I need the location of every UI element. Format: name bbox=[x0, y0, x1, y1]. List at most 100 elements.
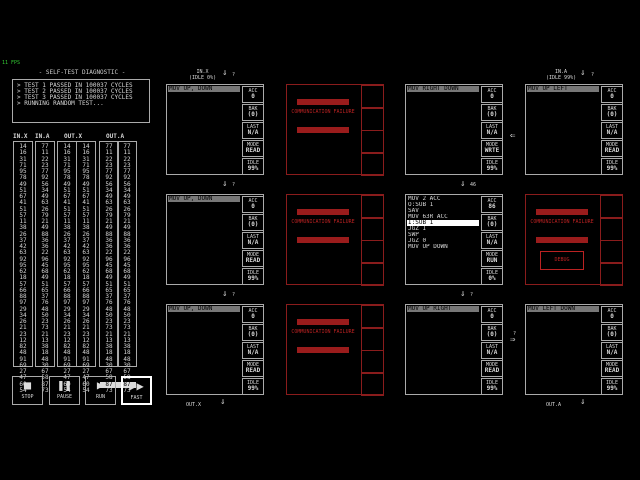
code-line[interactable]: I:SUB 1 bbox=[407, 220, 479, 226]
value-cell: 45 bbox=[105, 261, 113, 269]
value-cell: 22 bbox=[105, 249, 113, 257]
code-line[interactable]: MOV UP DOWN bbox=[408, 244, 448, 250]
register-label: LAST bbox=[485, 234, 499, 240]
failure-register bbox=[361, 217, 384, 241]
debug-button[interactable]: DEBUG bbox=[540, 251, 584, 270]
value-cell: 71 bbox=[63, 161, 71, 169]
value-cell: 45 bbox=[41, 261, 49, 269]
register-label: LAST bbox=[485, 124, 499, 130]
value-cell: 38 bbox=[123, 343, 131, 350]
code-line[interactable]: SAV bbox=[408, 208, 419, 214]
value-cell: 48 bbox=[82, 349, 90, 357]
console-line: > TEST 2 PASSED IN 100037 CYCLES bbox=[17, 88, 133, 95]
value-cell: 73 bbox=[41, 324, 49, 332]
register-value: 86 bbox=[488, 203, 496, 210]
code-line[interactable]: MOV UP RIGHT bbox=[407, 306, 479, 312]
register-value: N/A bbox=[247, 129, 259, 136]
code-line[interactable]: MOV LEFT DOWN bbox=[527, 306, 599, 312]
value-cell: 27 bbox=[19, 368, 27, 375]
value-cell: 11 bbox=[41, 149, 49, 157]
pause-button[interactable]: ❚❚PAUSE bbox=[49, 376, 80, 405]
value-cell: 36 bbox=[123, 243, 131, 250]
value-cell: 12 bbox=[82, 336, 90, 344]
register-label: BAK bbox=[487, 216, 497, 222]
code-line[interactable]: MOV RIGHT DOWN bbox=[407, 86, 479, 92]
value-cell: 36 bbox=[41, 236, 49, 244]
port-in-x-label: IN.X(IDLE 0%) bbox=[189, 69, 216, 81]
register-value: (0) bbox=[247, 331, 259, 338]
code-editor[interactable]: MOV UP, DOWN bbox=[168, 306, 240, 393]
code-editor[interactable]: MOV UP, DOWN bbox=[168, 196, 240, 283]
failure-register bbox=[600, 195, 623, 218]
code-line[interactable]: MOV 2 ACC bbox=[408, 196, 441, 202]
value-cell: 26 bbox=[63, 230, 71, 238]
port-value: ? bbox=[513, 331, 517, 337]
value-cell: 95 bbox=[82, 261, 90, 269]
value-cell: 50 bbox=[123, 311, 131, 319]
code-line[interactable]: JGZ 0 bbox=[408, 238, 427, 244]
register-label: BAK bbox=[487, 326, 497, 332]
register-value: N/A bbox=[606, 349, 618, 356]
port-in-x-name: IN.X bbox=[196, 69, 209, 75]
value-cell: 78 bbox=[63, 174, 71, 182]
value-cell: 78 bbox=[82, 174, 90, 182]
code-editor[interactable]: MOV UP RIGHT bbox=[407, 306, 479, 393]
value-cell: 69 bbox=[82, 361, 90, 369]
value-cell: 26 bbox=[63, 318, 71, 325]
code-editor[interactable]: MOV RIGHT DOWN bbox=[407, 86, 479, 173]
code-line[interactable]: SWP bbox=[408, 232, 419, 238]
register-value: (0) bbox=[606, 331, 618, 338]
value-cell: 51 bbox=[19, 186, 27, 194]
register-bak: BAK(0) bbox=[601, 324, 623, 341]
value-cell: 31 bbox=[82, 155, 90, 163]
value-cell: 22 bbox=[123, 155, 131, 163]
value-cell: 22 bbox=[105, 155, 113, 163]
code-line[interactable]: MOV UP, DOWN bbox=[168, 306, 240, 312]
value-cell: 97 bbox=[19, 299, 27, 307]
code-editor[interactable]: MOV UP, DOWN bbox=[168, 86, 240, 173]
code-line[interactable]: MOV UP, DOWN bbox=[168, 86, 240, 92]
damaged-node: COMMUNICATION FAILURE bbox=[286, 304, 384, 396]
code-editor[interactable]: MOV UP LEFT bbox=[527, 86, 599, 173]
stop-button[interactable]: ■STOP bbox=[12, 376, 43, 405]
failure-register bbox=[361, 327, 384, 351]
code-line[interactable]: JGZ I bbox=[408, 226, 427, 232]
value-cell: 51 bbox=[63, 186, 71, 194]
value-cell: 48 bbox=[19, 349, 27, 357]
code-line[interactable]: O:SUB 1 bbox=[408, 202, 434, 208]
value-cell: 36 bbox=[41, 243, 49, 250]
code-line[interactable]: MOV UP LEFT bbox=[527, 86, 599, 92]
value-cell: 77 bbox=[41, 143, 49, 150]
value-cell: 49 bbox=[41, 274, 49, 282]
value-cell: 23 bbox=[82, 330, 90, 338]
value-cell: 95 bbox=[63, 168, 71, 175]
code-editor[interactable]: MOV LEFT DOWN bbox=[527, 306, 599, 393]
register-value: 0 bbox=[251, 93, 255, 100]
code-line[interactable]: MOV UP, DOWN bbox=[168, 196, 240, 202]
value-cell: 95 bbox=[82, 168, 90, 175]
value-cell: 92 bbox=[19, 255, 27, 263]
value-cell: 21 bbox=[41, 218, 49, 225]
value-cell: 73 bbox=[41, 386, 49, 394]
fast-button[interactable]: ▶▶FAST bbox=[121, 376, 152, 405]
register-label: MODE bbox=[485, 142, 499, 148]
value-cell: 13 bbox=[41, 336, 49, 344]
value-cell: 71 bbox=[19, 161, 27, 169]
run-button[interactable]: ▶RUN bbox=[85, 376, 116, 405]
code-line[interactable]: MOV 63R ACC bbox=[408, 214, 448, 220]
register-label: ACC bbox=[248, 88, 258, 94]
